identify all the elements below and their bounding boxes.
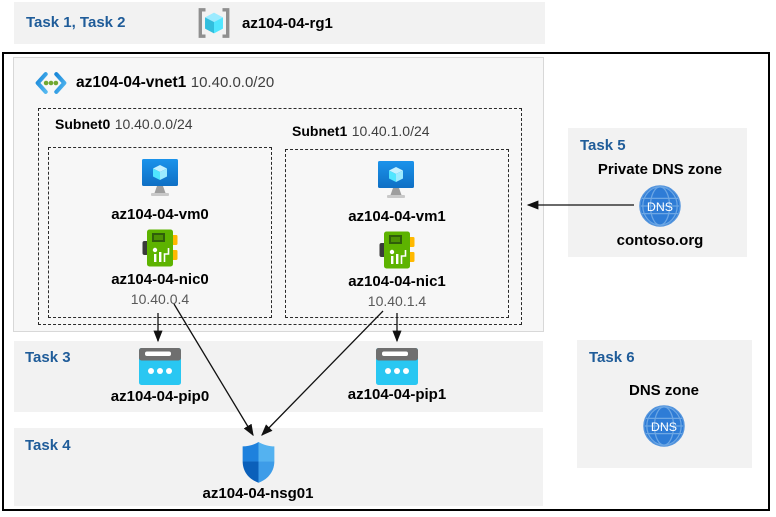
nic0-name: az104-04-nic0 [111, 271, 209, 288]
nic1-name: az104-04-nic1 [348, 273, 446, 290]
task12-band: Task 1, Task 2 az104-04-rg1 [14, 2, 545, 44]
virtual-network-icon [35, 70, 67, 96]
pip1-name: az104-04-pip1 [347, 386, 447, 403]
network-interface-icon [379, 230, 415, 270]
nic0-ip: 10.40.0.4 [130, 291, 190, 307]
task6-label: Task 6 [589, 349, 635, 366]
task5-heading: Private DNS zone [597, 161, 723, 178]
subnet1-cidr: 10.40.1.0/24 [351, 123, 430, 139]
network-interface-icon [142, 228, 178, 268]
subnet0-label: Subnet0 10.40.0.0/24 [55, 116, 193, 134]
virtual-machine-icon [376, 158, 416, 202]
nsg-shield-icon [240, 441, 277, 484]
subnet0-cidr: 10.40.0.0/24 [114, 116, 193, 132]
dns-globe-icon: DNS [643, 405, 685, 447]
nic1-ip: 10.40.1.4 [367, 293, 427, 309]
task12-label: Task 1, Task 2 [26, 14, 126, 31]
vnet-name: az104-04-vnet1 [76, 74, 187, 91]
public-ip-icon [375, 347, 419, 387]
nsg-name: az104-04-nsg01 [202, 485, 314, 502]
subnet0-name: Subnet0 [55, 116, 111, 132]
subnet1-label: Subnet1 10.40.1.0/24 [292, 123, 430, 141]
vnet-title: az104-04-vnet1 10.40.0.0/20 [76, 74, 274, 92]
public-ip-icon [138, 347, 182, 387]
task4-label: Task 4 [25, 437, 71, 454]
task6-heading: DNS zone [628, 382, 700, 399]
virtual-machine-icon [140, 156, 180, 200]
task6-box: Task 6 DNS zone DNS [577, 340, 752, 468]
task4-band: Task 4 [14, 428, 543, 506]
resource-group-icon [197, 6, 231, 40]
subnet0-box [48, 147, 272, 318]
pip0-name: az104-04-pip0 [110, 388, 210, 405]
private-dns-zone-name: contoso.org [616, 232, 704, 249]
task3-label: Task 3 [25, 349, 71, 366]
dns-icon-text: DNS [647, 200, 673, 214]
vnet-cidr: 10.40.0.0/20 [190, 74, 275, 91]
vm1-name: az104-04-vm1 [348, 208, 446, 225]
subnet1-name: Subnet1 [292, 123, 348, 139]
task5-box: Task 5 Private DNS zone DNS contoso.org [568, 128, 747, 257]
vm0-name: az104-04-vm0 [111, 206, 209, 223]
resource-group-name: az104-04-rg1 [242, 15, 333, 32]
task5-label: Task 5 [580, 137, 626, 154]
dns-icon-text: DNS [651, 420, 677, 434]
task3-band: Task 3 [14, 341, 543, 412]
vnet-panel [13, 57, 544, 332]
dns-globe-icon: DNS [639, 185, 681, 227]
